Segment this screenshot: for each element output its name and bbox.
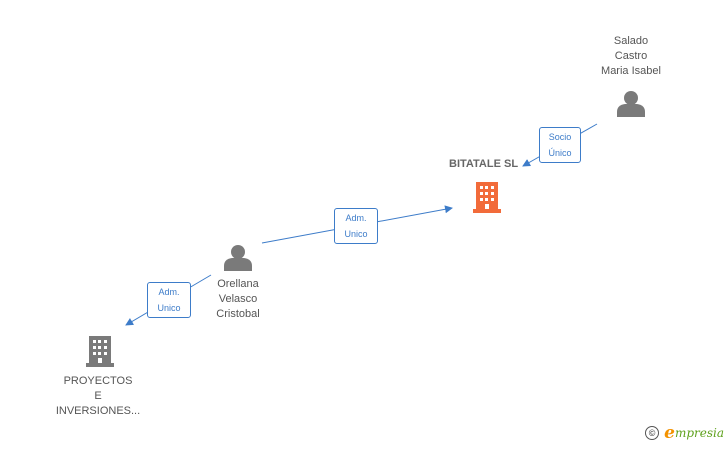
brand-logo-text: mpresia: [674, 426, 724, 440]
brand-logo-e: e: [664, 423, 675, 443]
edge-label-line: Unico: [344, 229, 368, 239]
person-icon[interactable]: [224, 245, 252, 271]
person-name-line: Maria Isabel: [601, 65, 661, 77]
edge-label-line: Adm.: [158, 287, 180, 297]
edge-label-adm-unico-bitatale[interactable]: Adm. Unico: [334, 208, 378, 244]
person-label-orellana[interactable]: Orellana Velasco Cristobal: [196, 277, 280, 322]
person-name-line: Castro: [614, 50, 648, 62]
footer-watermark: © e mpresia: [645, 423, 724, 443]
company-name-line: E: [94, 390, 102, 402]
person-icon[interactable]: [617, 91, 645, 117]
person-label-salado[interactable]: Salado Castro Maria Isabel: [590, 34, 672, 79]
company-name-line: PROYECTOS: [63, 375, 133, 387]
building-icon[interactable]: [86, 336, 114, 367]
person-name-line: Cristobal: [216, 308, 260, 320]
company-label-bitatale[interactable]: BITATALE SL: [449, 158, 519, 170]
copyright-icon: ©: [645, 426, 660, 440]
edge-label-line: Adm.: [345, 213, 367, 223]
edge-label-socio-unico[interactable]: Socio Único: [539, 127, 581, 163]
edge-label-line: Unico: [157, 303, 181, 313]
company-name-line: INVERSIONES...: [55, 405, 141, 417]
person-name-line: Salado: [613, 35, 649, 47]
person-name-line: Orellana: [217, 278, 259, 290]
edge-label-adm-unico-proyectos[interactable]: Adm. Unico: [147, 282, 191, 318]
person-name-line: Velasco: [218, 293, 258, 305]
edge-label-line: Único: [548, 148, 572, 158]
edge-label-line: Socio: [548, 132, 572, 142]
building-icon[interactable]: [473, 182, 501, 213]
company-label-proyectos[interactable]: PROYECTOS E INVERSIONES...: [48, 374, 148, 419]
